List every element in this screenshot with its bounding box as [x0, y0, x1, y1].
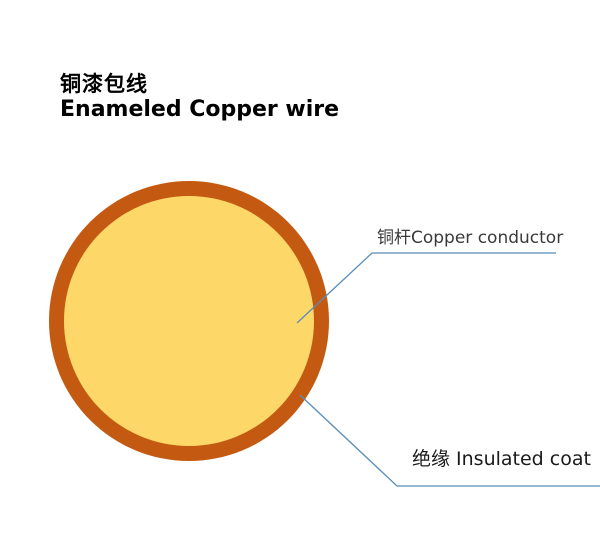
diagram-title-chinese: 铜漆包线	[60, 72, 148, 96]
copper-conductor-label: 铜杆Copper conductor	[377, 228, 564, 248]
copper-conductor-leader-line	[296, 252, 556, 324]
insulated-coating-label: 绝缘 Insulated coat	[412, 448, 591, 470]
insulated-coating-leader-line	[299, 394, 600, 487]
diagram-title-english: Enameled Copper wire	[60, 97, 340, 122]
copper-conductor-core	[64, 196, 314, 446]
